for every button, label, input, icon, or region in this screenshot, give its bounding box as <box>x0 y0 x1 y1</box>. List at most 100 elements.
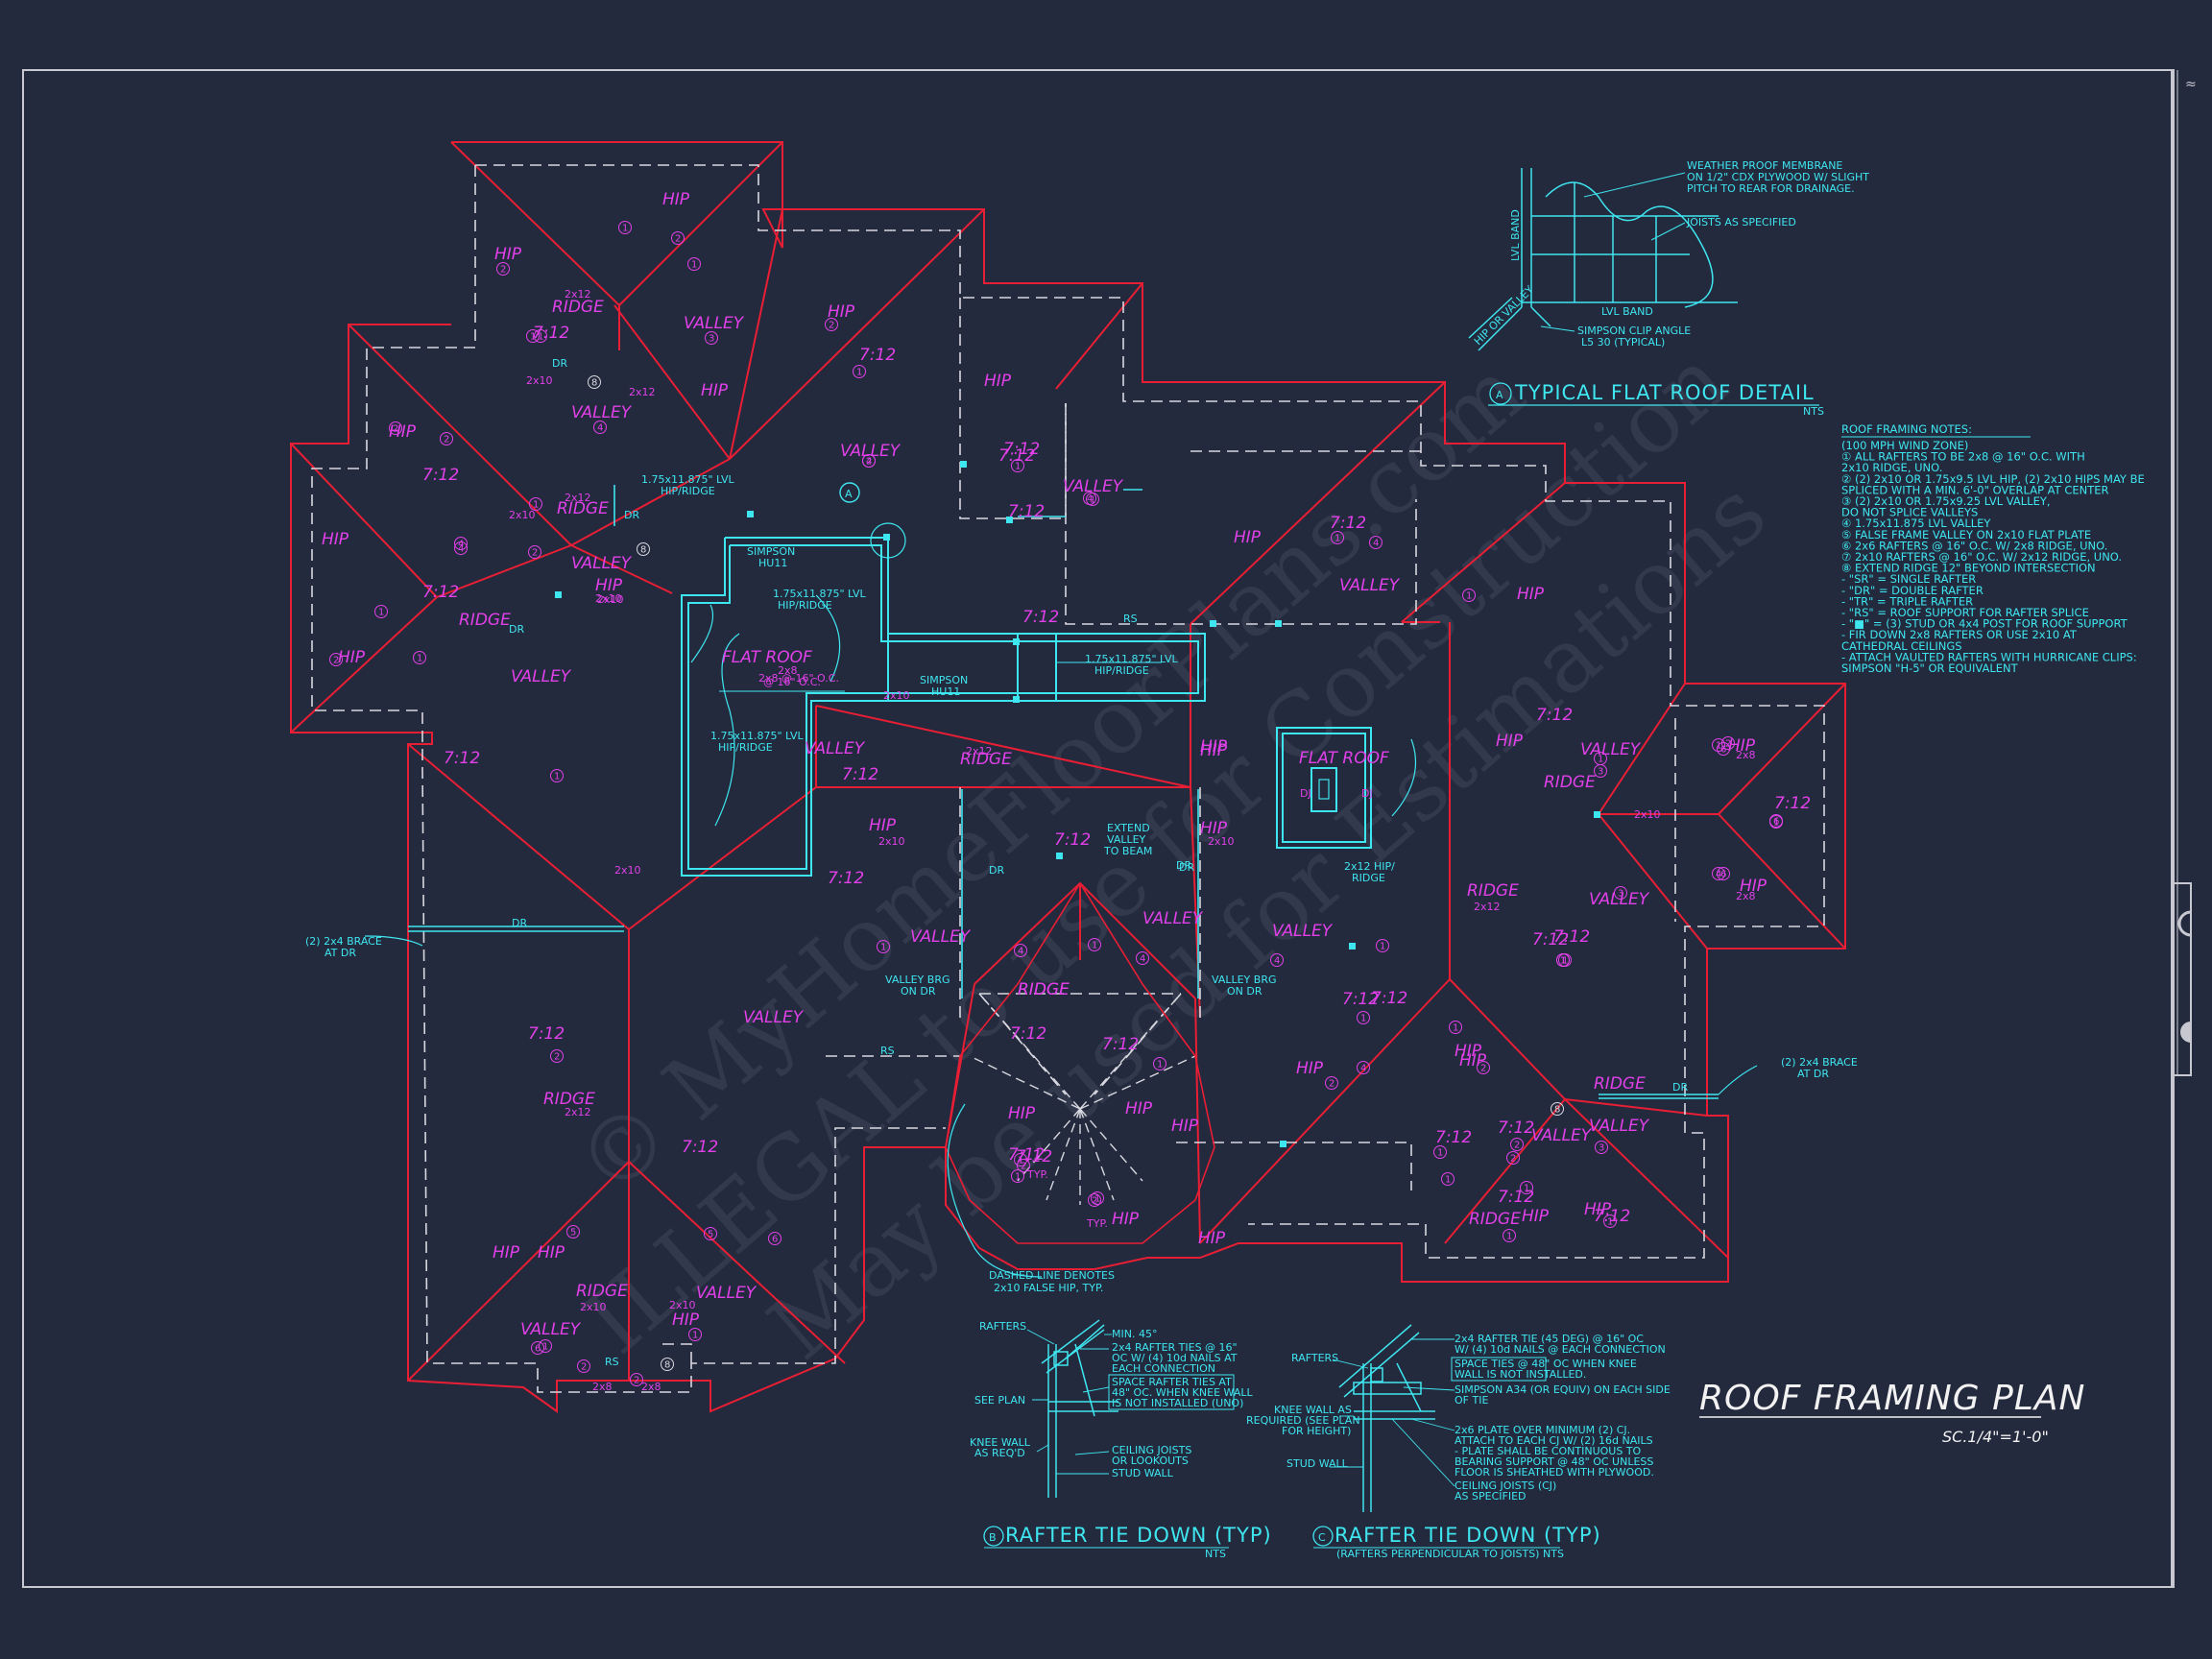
plan-label: RIDGE <box>557 499 609 518</box>
plan-small-label: 2x10 <box>1634 808 1661 821</box>
plan-label: VALLEY <box>696 1284 757 1303</box>
octagon-bay-solid <box>945 881 1215 1244</box>
plan-label: 7:12 <box>1022 608 1059 627</box>
svg-text:4: 4 <box>1373 539 1379 549</box>
plan-label: HIP <box>493 1243 520 1262</box>
circled-number: 6 <box>768 1232 781 1245</box>
plan-label: 7:12 <box>998 446 1035 466</box>
detail-b-note-rafters: RAFTERS <box>979 1320 1026 1333</box>
plan-label: VALLEY <box>1589 890 1650 909</box>
detail-b-note-knee-1: KNEE WALL <box>970 1436 1031 1449</box>
circled-number: 4 <box>1369 536 1382 549</box>
plan-label: VALLEY <box>571 403 633 422</box>
plan-label: VALLEY <box>1063 477 1124 496</box>
svg-text:4: 4 <box>1018 947 1023 957</box>
detail-b-note-space-2: 48" OC. WHEN KNEE WALL <box>1112 1386 1253 1399</box>
plan-label: HIP <box>1198 1229 1226 1248</box>
circled-number: 4 <box>1270 953 1284 967</box>
svg-text:1: 1 <box>1598 755 1603 765</box>
framing-note-line: 2x10 RIDGE, UNO. <box>1841 461 1942 474</box>
plan-label: 7:12 <box>1102 1035 1139 1054</box>
svg-text:1: 1 <box>880 943 886 953</box>
framing-note-line: ⑦ 2x10 RAFTERS @ 16" O.C. W/ 2x12 RIDGE,… <box>1841 550 2122 564</box>
detail-a-note-7: HIP OR VALLEY <box>1472 283 1536 348</box>
plan-small-label: RS <box>605 1356 619 1368</box>
plan-label: 7:12 <box>422 466 459 485</box>
detail-a-note-8: SIMPSON CLIP ANGLE <box>1577 325 1691 337</box>
circled-number: 1 <box>1088 938 1101 951</box>
svg-text:1: 1 <box>1437 1148 1443 1159</box>
circled-number: 4 <box>862 454 876 468</box>
plan-label: HIP <box>1171 1117 1199 1136</box>
detail-a-title: TYPICAL FLAT ROOF DETAIL <box>1514 381 1815 404</box>
svg-text:1: 1 <box>691 260 697 271</box>
detail-a-marker <box>1489 382 1512 405</box>
plan-label: 7:12 <box>1498 1118 1534 1138</box>
detail-b-note-tie-3: EACH CONNECTION <box>1112 1362 1215 1375</box>
detail-c-note-plate-1: 2x6 PLATE OVER MINIMUM (2) CJ. <box>1455 1424 1630 1436</box>
dashed-line-note-2: 2x10 FALSE HIP, TYP. <box>994 1282 1103 1294</box>
plan-label: HIP <box>1459 1051 1487 1070</box>
plan-small-label: 2x12 <box>565 492 591 504</box>
framing-note-line: ⑧ EXTEND RIDGE 12" BEYOND INTERSECTION <box>1841 562 2096 575</box>
circled-number: 3 <box>1614 886 1627 900</box>
framing-note-line: - ATTACH VAULTED RAFTERS WITH HURRICANE … <box>1841 650 2137 663</box>
detail-c-note-plate-5: FLOOR IS SHEATHED WITH PLYWOOD. <box>1455 1466 1654 1479</box>
circled-number: 4 <box>1136 951 1149 965</box>
circled-number: 3 <box>1594 764 1607 778</box>
framing-note-line: - "SR" = SINGLE RAFTER <box>1841 572 1976 586</box>
framing-note-line: ④ 1.75x11.875 LVL VALLEY <box>1841 517 1991 530</box>
plan-label: HIP <box>538 1243 565 1262</box>
flat-roof-framing <box>681 537 1372 877</box>
plan-label: HIP <box>1200 737 1228 757</box>
svg-text:1: 1 <box>1334 534 1340 544</box>
detail-a-reference-marker[interactable] <box>839 482 860 503</box>
plan-label: 7:12 <box>533 324 569 343</box>
svg-text:2: 2 <box>829 321 834 331</box>
plan-small-label: 2x8 <box>641 1381 661 1393</box>
svg-text:1: 1 <box>1560 956 1566 967</box>
detail-c-note-cj-2: AS SPECIFIED <box>1455 1490 1527 1503</box>
plan-small-label: DJ <box>1300 787 1311 800</box>
svg-text:4: 4 <box>1140 954 1145 965</box>
plan-small-label: DR <box>624 509 639 521</box>
plan-label: 7:12 <box>842 765 878 784</box>
plan-label: VALLEY <box>1589 1117 1650 1136</box>
svg-text:1: 1 <box>1090 495 1095 506</box>
svg-text:1: 1 <box>378 608 384 618</box>
plan-small-label: 2x10 <box>595 592 622 605</box>
plan-label: 7:12 <box>1003 440 1040 459</box>
plan-label: 7:12 <box>1536 706 1573 725</box>
circled-number: 2 <box>1721 736 1735 750</box>
plan-label: 7:12 <box>422 583 459 602</box>
svg-text:2: 2 <box>500 265 506 276</box>
plan-label: 7:12 <box>1330 514 1366 533</box>
detail-b-note-stud: STUD WALL <box>1112 1467 1174 1479</box>
svg-text:6: 6 <box>772 1235 778 1245</box>
plan-label: RIDGE <box>1018 980 1070 999</box>
lvl-note-1a: 1.75x11.875" LVL <box>641 473 734 486</box>
svg-text:2: 2 <box>866 457 872 468</box>
circled-number: 1 <box>1503 1229 1516 1242</box>
detail-c-note-a34-2: OF TIE <box>1455 1394 1488 1407</box>
plan-label: HIP <box>662 190 690 209</box>
detail-b-note-cj-1: CEILING JOISTS <box>1112 1444 1191 1456</box>
lvl-note-2a: 1.75x11.875" LVL <box>773 588 866 600</box>
circled-number: 3 <box>1595 1141 1608 1154</box>
simpson-note-2b: HU11 <box>931 685 960 698</box>
plan-label: RIDGE <box>1018 980 1070 999</box>
roof-support-posts[interactable] <box>555 461 1600 1147</box>
circled-number: 4 <box>454 541 468 555</box>
plan-label: VALLEY <box>1531 1126 1593 1145</box>
plan-label: HIP <box>1740 877 1767 896</box>
svg-text:1: 1 <box>1506 1232 1512 1242</box>
detail-c-rafter-tie: RAFTERS 2x4 RAFTER TIE (45 DEG) @ 16" OC… <box>1246 1324 1671 1560</box>
plan-label: HIP <box>869 816 897 835</box>
circled-number: 2 <box>671 231 685 245</box>
svg-text:2: 2 <box>554 1052 560 1063</box>
svg-text:4: 4 <box>866 457 872 468</box>
circled-number: 2 <box>1506 1151 1520 1165</box>
svg-text:4: 4 <box>1360 1064 1366 1074</box>
framing-note-line: - "DR" = DOUBLE RAFTER <box>1841 584 1984 597</box>
plan-label: HIP <box>984 372 1012 391</box>
